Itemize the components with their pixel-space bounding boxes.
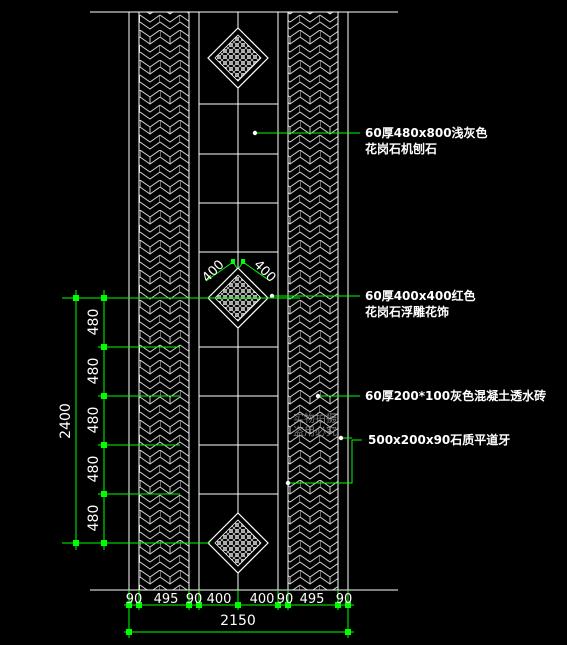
bottom-segment-label-2: 495 <box>154 592 179 607</box>
vertical-segment-label-2: 480 <box>86 358 102 385</box>
carved-diamond-top <box>207 27 269 89</box>
bottom-dimension-ticks <box>126 602 351 635</box>
diamond-dim-label-left: 400 <box>199 257 227 285</box>
callout-2-line-1: 60厚400x400红色 <box>365 288 476 303</box>
bottom-segment-label-1: 90 <box>126 592 143 607</box>
watermark-line-2: 盗用必究 <box>293 424 337 438</box>
callout-1-line-1: 60厚480x800浅灰色 <box>365 125 488 140</box>
bottom-segment-label-4: 400 <box>207 592 232 607</box>
callout-dot-4b <box>338 435 344 441</box>
callout-leaders <box>255 132 362 484</box>
callout-dot-2 <box>269 293 275 299</box>
diamond-dim-tick-right <box>241 259 245 264</box>
callout-3-line-1: 60厚200*100灰色混凝土透水砖 <box>365 388 546 403</box>
bottom-segment-label-8: 90 <box>336 592 353 607</box>
callout-4-line-1: 500x200x90石质平道牙 <box>368 432 510 447</box>
diamond-dim-label-right: 400 <box>250 257 278 285</box>
bottom-segment-label-3: 90 <box>186 592 203 607</box>
carved-diamond-bottom <box>207 512 269 574</box>
left-inner-strip <box>188 11 200 591</box>
left-curb-strip <box>128 11 140 591</box>
bottom-segment-label-5: 400 <box>250 592 275 607</box>
right-herringbone-band <box>287 11 339 591</box>
callout-dot-3 <box>315 393 321 399</box>
diamond-dim-tick-left <box>231 259 235 264</box>
vertical-total-label: 2400 <box>58 403 74 439</box>
bottom-segment-label-6: 90 <box>277 592 294 607</box>
watermark-line-1: 实物拍摄 <box>293 411 337 425</box>
vertical-segment-label-1: 480 <box>86 309 102 336</box>
bottom-segment-label-7: 495 <box>300 592 325 607</box>
vertical-segment-label-5: 480 <box>86 505 102 532</box>
bottom-total-label: 2150 <box>220 613 256 629</box>
vertical-segment-label-4: 480 <box>86 456 102 483</box>
callout-1-line-2: 花岗石机刨石 <box>365 141 437 156</box>
right-inner-strip <box>277 11 289 591</box>
right-curb-strip <box>337 11 349 591</box>
left-herringbone-band <box>138 11 190 591</box>
callout-2-line-2: 花岗石浮雕花饰 <box>365 304 449 319</box>
vertical-dimension-ticks <box>73 295 107 546</box>
vertical-dimension-chain <box>62 290 300 550</box>
callout-dot-1 <box>252 130 258 136</box>
vertical-segment-label-3: 480 <box>86 407 102 434</box>
callout-dot-4 <box>285 480 291 486</box>
